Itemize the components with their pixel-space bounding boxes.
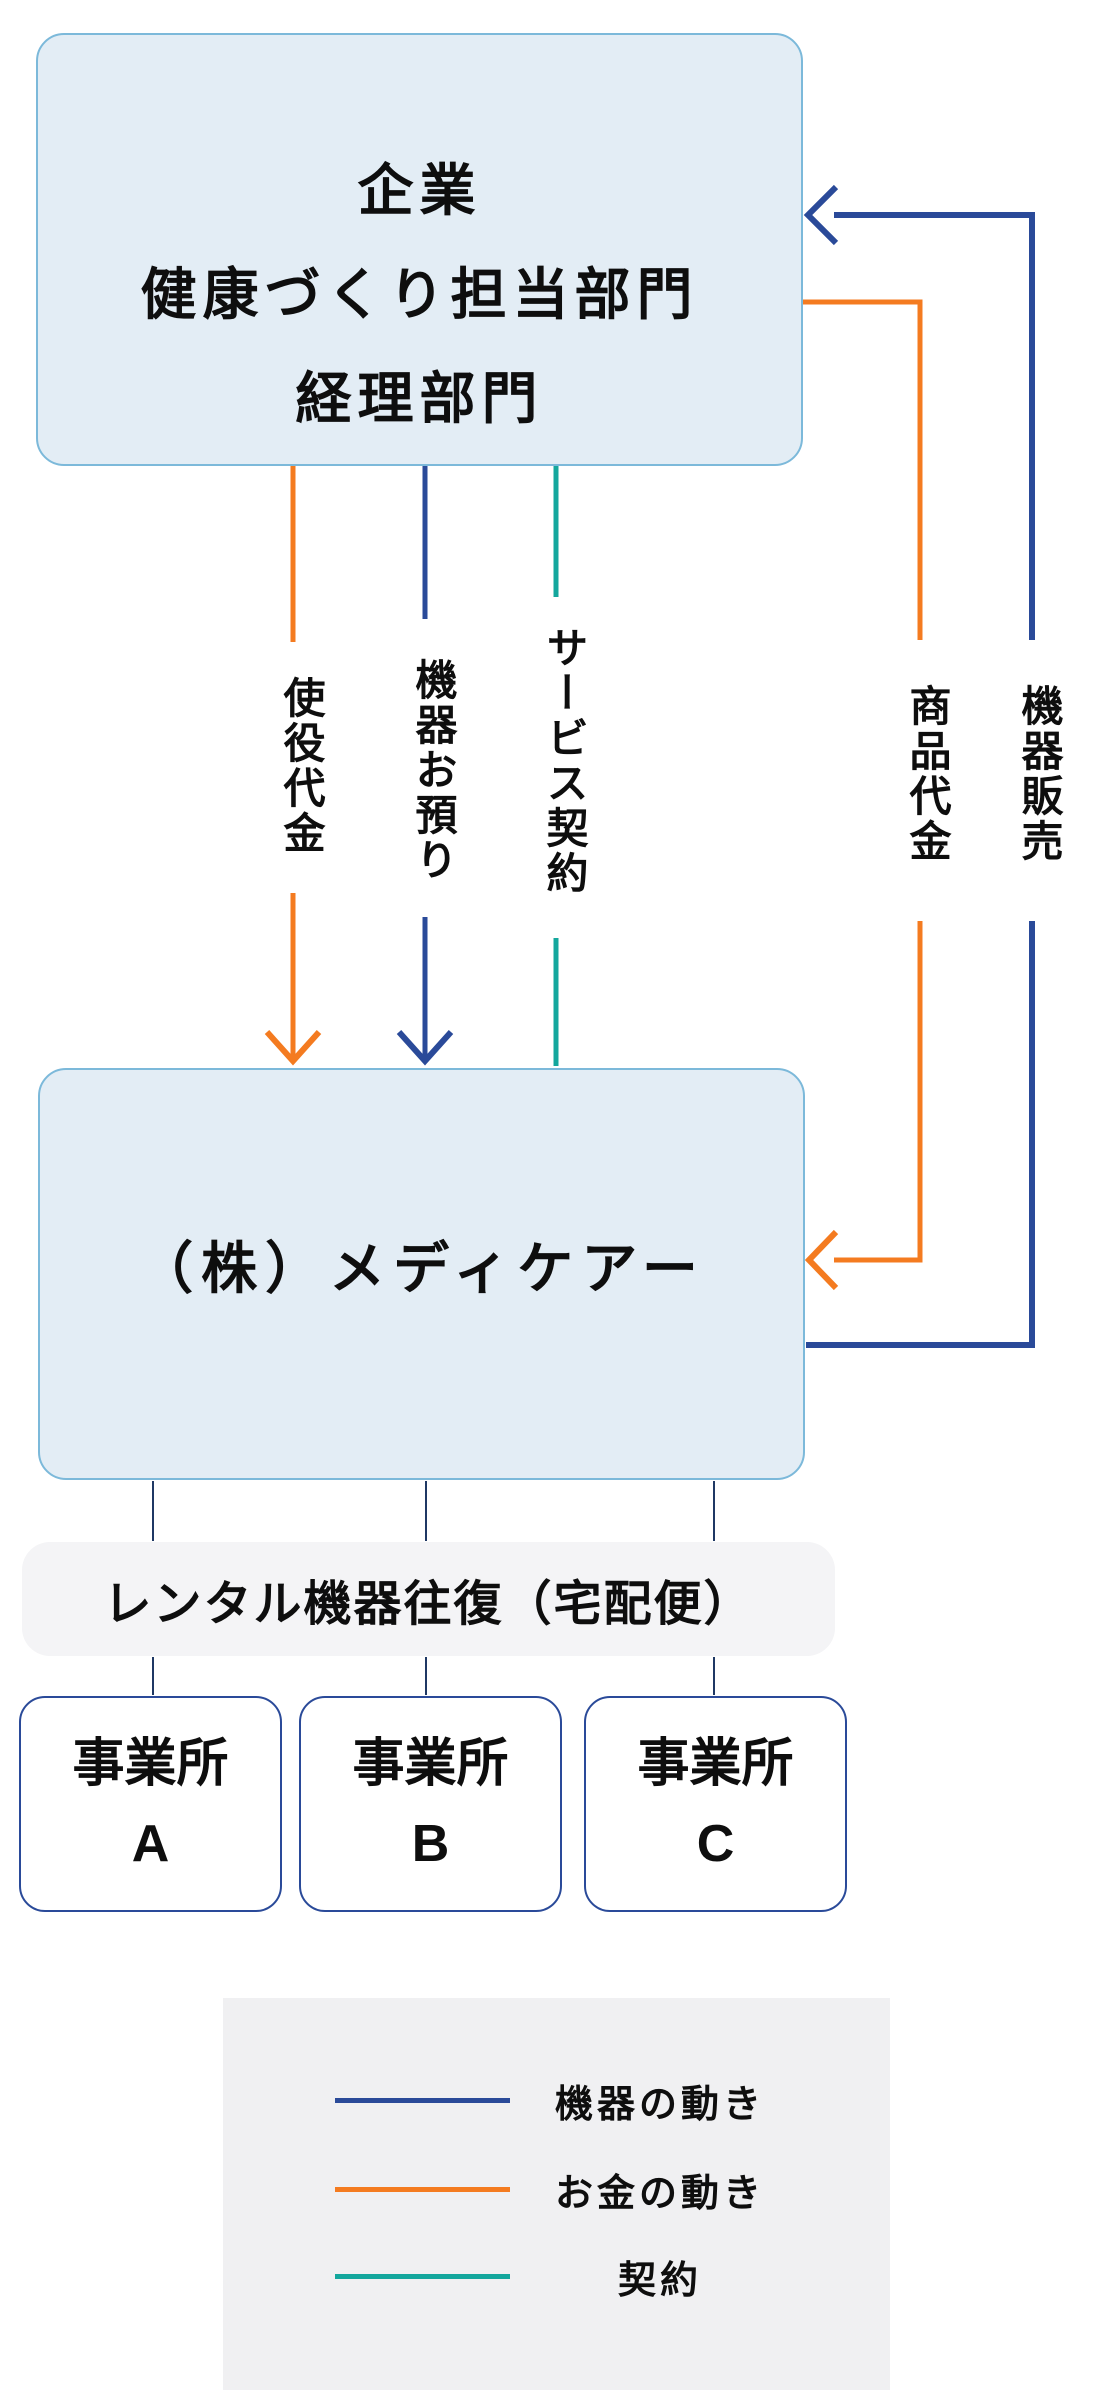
company-box-line2: 健康づくり担当部門 — [140, 262, 699, 326]
company-box-line1: 企業 — [357, 158, 482, 222]
legend: 機器の動き お金の動き 契約 — [223, 1998, 890, 2390]
rental-band-label: レンタル機器往復（宅配便） — [103, 1578, 754, 1631]
office-a-line1: 事業所 — [72, 1735, 229, 1793]
company-box: 企業 健康づくり担当部門 経理部門 — [36, 33, 803, 466]
legend-label-money: お金の動き — [554, 2172, 765, 2215]
equipment-deposit-arrowhead-down — [396, 1029, 454, 1066]
legend-line-teal — [335, 2273, 510, 2279]
legend-row-equipment: 機器の動き — [223, 2078, 890, 2126]
rental-band: レンタル機器往復（宅配便） — [22, 1542, 835, 1656]
equipment-sales-label: 機器販売 — [1016, 684, 1063, 864]
service-fee-arrowhead-down — [264, 1029, 322, 1066]
legend-label-equipment: 機器の動き — [554, 2083, 765, 2126]
medicare-box: （株）メディケアー — [38, 1068, 805, 1480]
legend-line-orange — [335, 2186, 510, 2192]
medicare-box-label: （株）メディケアー — [137, 1236, 706, 1300]
office-a-line2: A — [131, 1815, 170, 1873]
equipment-sales-line-bottom — [806, 921, 1035, 1348]
company-box-line3: 経理部門 — [295, 366, 544, 430]
product-payment-line-top — [803, 299, 923, 640]
office-c-line2: C — [696, 1815, 735, 1873]
service-fee-label: 使役代金 — [278, 676, 325, 856]
office-b-line1: 事業所 — [352, 1735, 509, 1793]
legend-label-contract: 契約 — [617, 2259, 702, 2302]
office-box-b: 事業所 B — [299, 1696, 562, 1912]
office-box-a: 事業所 A — [19, 1696, 282, 1912]
equipment-deposit-label: 機器お預り — [410, 658, 457, 883]
equipment-sales-arrowhead-left — [803, 184, 839, 246]
legend-line-navy — [335, 2097, 510, 2103]
product-payment-arrowhead-left — [804, 1229, 839, 1291]
service-contract-label: サービス契約 — [541, 626, 588, 896]
product-payment-line-bottom — [834, 921, 923, 1263]
equipment-sales-line-top — [834, 212, 1035, 640]
office-b-line2: B — [411, 1815, 450, 1873]
office-box-c: 事業所 C — [584, 1696, 847, 1912]
legend-row-money: お金の動き — [223, 2167, 890, 2215]
office-c-line1: 事業所 — [637, 1735, 794, 1793]
product-payment-label: 商品代金 — [904, 684, 951, 864]
legend-row-contract: 契約 — [223, 2254, 890, 2302]
